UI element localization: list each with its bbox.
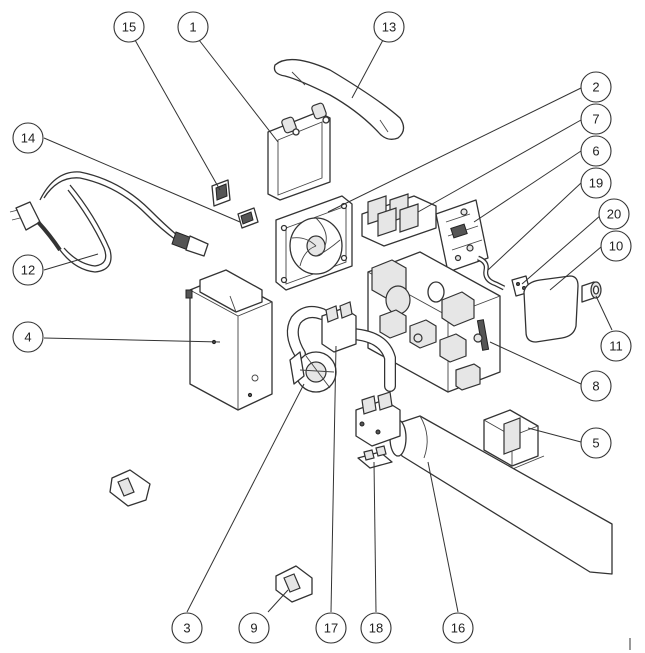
leader-line-1 (198, 39, 279, 143)
part-tank-panel (267, 102, 331, 201)
leader-line-11 (595, 295, 613, 331)
callout-13: 13 (373, 11, 405, 43)
callout-3: 3 (171, 612, 203, 644)
callout-16: 16 (442, 612, 474, 644)
svg-text:9: 9 (250, 621, 257, 636)
part-socket-connector (237, 207, 259, 229)
part-boiler-housing (185, 269, 273, 411)
callout-1: 1 (177, 11, 209, 43)
leader-line-8 (489, 341, 582, 385)
part-main-pcb (367, 251, 501, 393)
callout-18: 18 (360, 612, 392, 644)
leader-line-13 (351, 39, 384, 99)
leader-line-5 (527, 427, 582, 443)
part-handle (273, 58, 405, 140)
part-ribbon-cable (476, 255, 506, 291)
callout-17: 17 (315, 612, 347, 644)
leader-line-18 (373, 461, 377, 613)
leader-lines (43, 39, 613, 613)
leader-line-2 (327, 87, 582, 213)
svg-text:6: 6 (592, 144, 599, 159)
part-heating-element (355, 391, 613, 575)
part-pump (289, 351, 337, 393)
svg-text:17: 17 (324, 621, 338, 636)
leader-line-20 (521, 214, 602, 285)
part-transformer (477, 409, 545, 471)
part-control-pcb (435, 199, 489, 273)
svg-text:2: 2 (592, 80, 599, 95)
part-knob (581, 281, 602, 303)
callout-12: 12 (12, 254, 44, 286)
callout-20: 20 (598, 198, 630, 230)
callout-15: 15 (113, 11, 145, 43)
leader-line-19 (487, 182, 582, 271)
svg-text:19: 19 (589, 176, 603, 191)
svg-text:12: 12 (21, 263, 35, 278)
callout-4: 4 (12, 321, 44, 353)
svg-text:5: 5 (592, 436, 599, 451)
leader-line-14 (43, 137, 241, 223)
part-loose-clip (109, 469, 151, 507)
svg-text:10: 10 (609, 239, 623, 254)
leader-line-12 (43, 253, 99, 271)
leader-line-6 (473, 150, 582, 223)
part-hose-assembly (286, 301, 396, 392)
leader-line-4 (43, 337, 221, 343)
leader-line-9 (267, 589, 289, 613)
callout-7: 7 (580, 103, 612, 135)
part-relay-module (361, 193, 437, 247)
part-power-cord (9, 171, 209, 273)
svg-text:14: 14 (21, 131, 35, 146)
part-thermostat-bracket (357, 445, 393, 469)
svg-text:1: 1 (189, 20, 196, 35)
callout-9: 9 (238, 612, 270, 644)
svg-text:8: 8 (592, 379, 599, 394)
callout-5: 5 (580, 427, 612, 459)
callout-19: 19 (580, 167, 612, 199)
callout-11: 11 (600, 330, 632, 362)
svg-text:3: 3 (183, 621, 190, 636)
callout-14: 14 (12, 122, 44, 154)
part-cooling-fan (275, 195, 353, 291)
leader-line-3 (186, 383, 305, 613)
svg-text:15: 15 (122, 20, 136, 35)
callout-6: 6 (580, 135, 612, 167)
leader-line-7 (417, 119, 582, 213)
leader-line-16 (427, 461, 459, 613)
svg-text:18: 18 (369, 621, 383, 636)
part-display-panel (523, 275, 579, 343)
svg-text:16: 16 (451, 621, 465, 636)
leader-line-17 (330, 345, 337, 613)
part-rocker-switch (211, 179, 231, 207)
svg-text:20: 20 (607, 207, 621, 222)
callout-8: 8 (580, 370, 612, 402)
svg-text:11: 11 (609, 339, 623, 354)
svg-text:13: 13 (382, 20, 396, 35)
svg-text:7: 7 (592, 112, 599, 127)
leader-line-15 (134, 39, 221, 191)
callout-10: 10 (600, 230, 632, 262)
svg-text:4: 4 (24, 330, 31, 345)
callout-2: 2 (580, 71, 612, 103)
leader-line-10 (549, 246, 602, 291)
